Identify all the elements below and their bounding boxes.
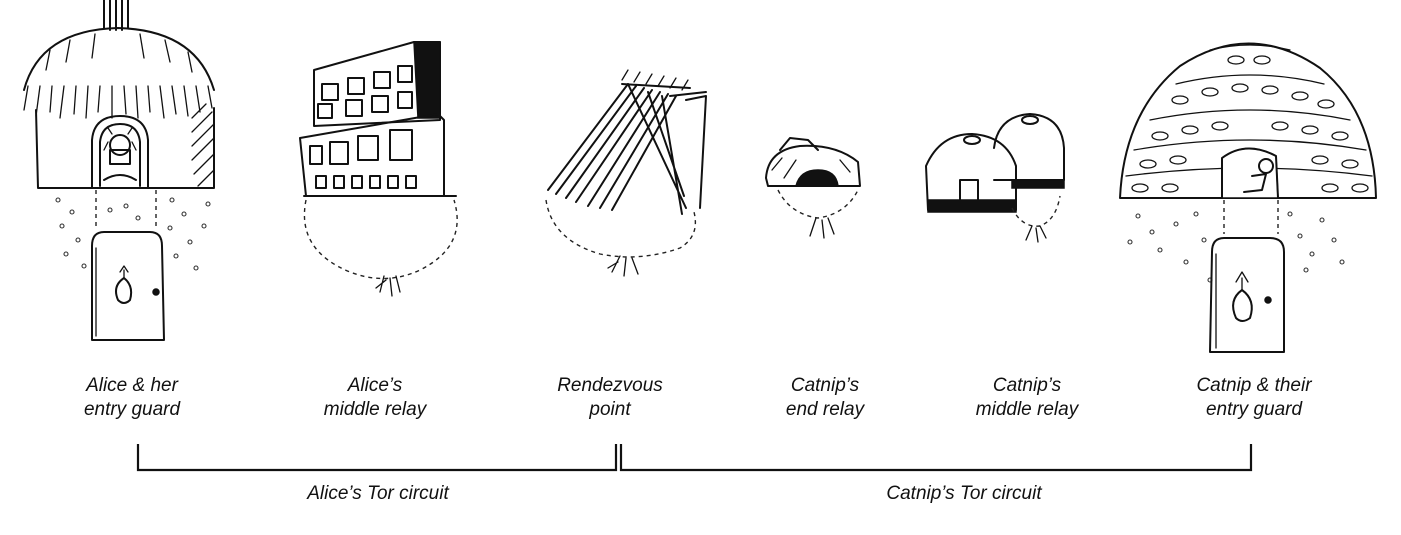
label-alice-middle: Alice’s middle relay (275, 374, 475, 422)
label-line: Catnip & their (1196, 375, 1312, 396)
apartment-building-icon (299, 41, 458, 297)
catnip-circuit-label: Catnip’s Tor circuit (886, 483, 1042, 504)
yurts-icon (925, 113, 1065, 243)
small-hut-icon (765, 137, 861, 239)
label-line: Alice’s (347, 375, 403, 396)
thatched-hut-icon (23, 0, 215, 341)
stone-dome-hut-icon (1119, 42, 1377, 353)
catnip-circuit-bracket (619, 444, 1253, 472)
label-line: point (589, 399, 631, 420)
alice-circuit-bracket (136, 444, 618, 472)
stick-shelter-icon (545, 69, 707, 277)
label-line: end relay (785, 399, 865, 420)
label-line: entry guard (1205, 399, 1303, 420)
label-line: Rendezvous (557, 375, 663, 396)
label-line: Catnip’s (790, 375, 860, 396)
label-line: middle relay (975, 399, 1079, 420)
label-line: Catnip’s (992, 375, 1062, 396)
label-rendezvous: Rendezvous point (510, 374, 710, 422)
label-catnip-end: Catnip’s end relay (725, 374, 925, 422)
label-line: middle relay (323, 399, 427, 420)
label-alice-guard: Alice & her entry guard (32, 374, 232, 422)
label-line: entry guard (83, 399, 181, 420)
alice-circuit-label: Alice’s Tor circuit (307, 483, 449, 504)
label-line: Alice & her (86, 375, 178, 396)
label-catnip-middle: Catnip’s middle relay (927, 374, 1127, 422)
label-catnip-guard: Catnip & their entry guard (1154, 374, 1354, 422)
